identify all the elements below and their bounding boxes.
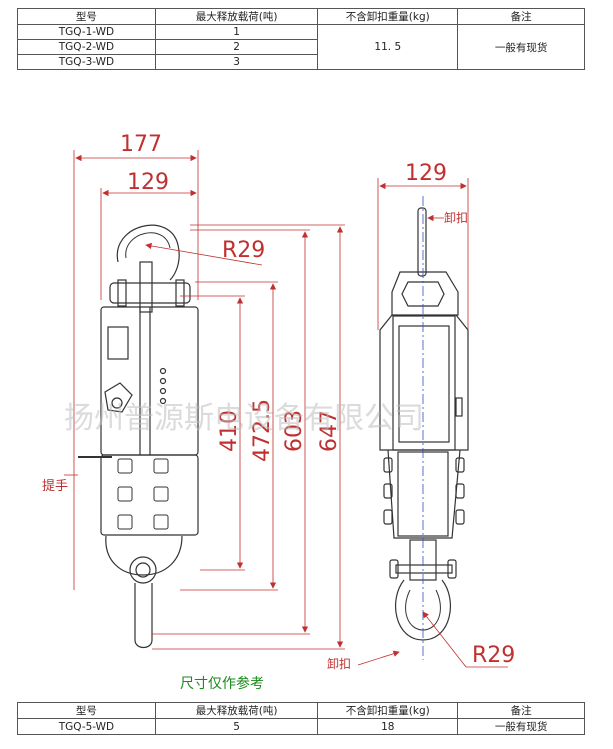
dim-129-front: 129: [127, 170, 169, 195]
top-shackle-outline: [116, 224, 180, 281]
cell-remark: 一般有现货: [457, 24, 585, 70]
note-reference-only: 尺寸仅作参考: [180, 675, 264, 692]
table-header-row: 型号 最大释放载荷(吨) 不含卸扣重量(kg) 备注: [17, 702, 585, 719]
label-shackle-bottom: 卸扣: [327, 656, 351, 671]
label-handle: 提手: [42, 478, 68, 494]
header-weight: 不含卸扣重量(kg): [317, 8, 459, 25]
dim-129-side: 129: [405, 161, 447, 186]
header-weight: 不含卸扣重量(kg): [317, 702, 459, 719]
label-shackle-top: 卸扣: [444, 210, 468, 225]
cell-load: 3: [154, 54, 319, 70]
table-row: TGQ-1-WD 1 11. 5 一般有现货: [17, 24, 585, 70]
lever-plate: [104, 382, 133, 413]
cell-model: TGQ-5-WD: [17, 718, 156, 735]
table-row: TGQ-2-WD 2: [17, 39, 585, 55]
dim-410: 410: [217, 410, 242, 452]
lower-body: [100, 454, 199, 536]
dim-603: 603: [282, 410, 307, 452]
header-load: 最大释放载荷(吨): [154, 8, 319, 25]
top-pin: [417, 207, 427, 277]
header-model: 型号: [17, 8, 156, 25]
dim-r29-bottom: R29: [472, 643, 515, 668]
side-view: [379, 207, 469, 641]
dim-647: 647: [317, 410, 342, 452]
watermark: 扬州普源斯电设备有限公司: [64, 401, 424, 436]
table-header-row: 型号 最大释放载荷(吨) 不含卸扣重量(kg) 备注: [17, 8, 585, 25]
header-load: 最大释放载荷(吨): [154, 702, 319, 719]
front-view: [78, 224, 199, 649]
table-row: TGQ-5-WD 5 18 一般有现货: [17, 718, 585, 735]
bottom-shackle: [395, 579, 451, 641]
cell-model: TGQ-3-WD: [17, 54, 156, 70]
spec-table-top: 型号 最大释放载荷(吨) 不含卸扣重量(kg) 备注 TGQ-1-WD 1 11…: [17, 8, 585, 70]
hex-nut: [401, 281, 445, 307]
bottom-eye: [105, 535, 183, 576]
cell-load: 5: [154, 718, 319, 735]
cell-weight: 18: [317, 718, 459, 735]
dim-r29-top: R29: [222, 238, 265, 263]
cell-weight: 11. 5: [317, 24, 459, 70]
dim-177: 177: [120, 132, 162, 157]
spec-table-bottom: 型号 最大释放载荷(吨) 不含卸扣重量(kg) 备注 TGQ-5-WD 5 18…: [17, 702, 585, 735]
table-row: TGQ-3-WD 3: [17, 54, 585, 70]
dim-472-5: 472.5: [250, 399, 275, 462]
dimension-lines: [64, 150, 508, 668]
header-model: 型号: [17, 702, 156, 719]
header-remark: 备注: [457, 702, 585, 719]
cell-remark: 一般有现货: [457, 718, 585, 735]
